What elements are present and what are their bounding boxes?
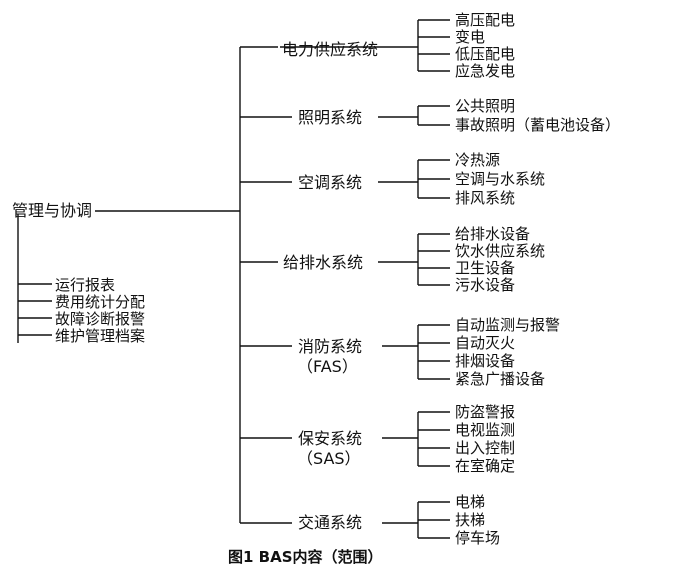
hvac-item: 空调与水系统: [455, 170, 545, 188]
hvac-item: 排风系统: [455, 189, 515, 207]
management-item: 维护管理档案: [55, 327, 145, 345]
system-transport: 交通系统: [298, 513, 362, 532]
management-list: 运行报表 费用统计分配 故障诊断报警 维护管理档案: [55, 276, 145, 345]
system-fire-sub: （FAS）: [297, 357, 358, 376]
management-item: 故障诊断报警: [55, 310, 145, 328]
system-water: 给排水系统: [283, 253, 363, 272]
transport-item: 扶梯: [455, 511, 485, 529]
system-items: 高压配电 变电 低压配电 应急发电 公共照明 事故照明（蓄电池设备） 冷热源 空…: [455, 11, 620, 547]
root-node: 管理与协调: [12, 201, 92, 220]
water-item: 卫生设备: [455, 259, 515, 277]
water-item: 饮水供应系统: [455, 242, 545, 260]
system-security-sub: （SAS）: [297, 449, 361, 468]
security-item: 出入控制: [455, 439, 515, 457]
water-item: 污水设备: [455, 276, 515, 294]
management-item: 运行报表: [55, 276, 115, 294]
fire-item: 排烟设备: [455, 352, 515, 370]
power-item: 变电: [455, 28, 485, 46]
figure-caption: 图1 BAS内容（范围）: [228, 548, 383, 566]
system-labels: 电力供应系统 照明系统 空调系统 给排水系统 消防系统 （FAS） 保安系统 （…: [282, 40, 378, 532]
security-item: 电视监测: [455, 421, 515, 439]
lighting-item: 公共照明: [455, 97, 515, 115]
system-fire: 消防系统: [298, 337, 362, 356]
security-item: 在室确定: [455, 457, 515, 475]
management-item: 费用统计分配: [55, 293, 145, 311]
lighting-item: 事故照明（蓄电池设备）: [455, 116, 620, 134]
transport-item: 停车场: [455, 529, 500, 547]
fire-item: 自动监测与报警: [455, 316, 560, 334]
connector-lines: [17, 19, 450, 539]
fire-item: 自动灭火: [455, 334, 515, 352]
system-lighting: 照明系统: [298, 108, 362, 127]
power-item: 应急发电: [455, 62, 515, 80]
hvac-item: 冷热源: [455, 151, 500, 169]
system-power: 电力供应系统: [282, 40, 378, 59]
fire-item: 紧急广播设备: [455, 370, 545, 388]
system-security: 保安系统: [298, 429, 362, 448]
security-item: 防盗警报: [455, 403, 515, 421]
water-item: 给排水设备: [455, 225, 530, 243]
power-item: 低压配电: [455, 45, 515, 63]
power-item: 高压配电: [455, 11, 515, 29]
transport-item: 电梯: [455, 493, 485, 511]
system-hvac: 空调系统: [298, 173, 362, 192]
